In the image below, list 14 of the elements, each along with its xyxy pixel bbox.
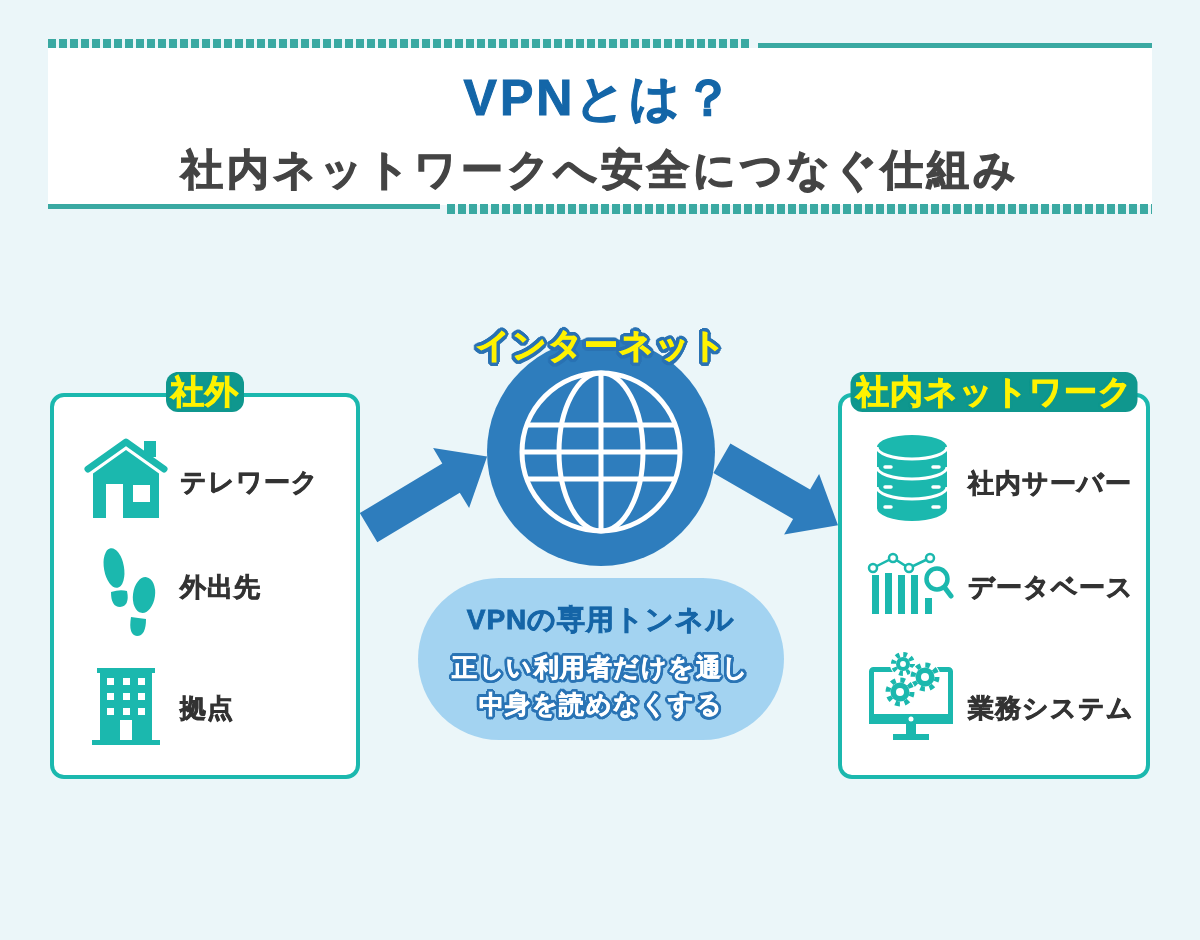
arrow bbox=[359, 448, 488, 543]
box-heading: 社内ネットワーク bbox=[850, 372, 1138, 412]
item-label: 拠点 bbox=[180, 691, 234, 725]
pill-text: 正しい利用者だけを通し中身を読めなくする bbox=[451, 652, 751, 720]
subtitle: 社内ネットワークへ安全につなぐ仕組み bbox=[180, 144, 1020, 195]
item-label: 外出先 bbox=[180, 570, 261, 604]
item-label: テレワーク bbox=[180, 465, 319, 499]
pill-heading: VPNの専用トンネル bbox=[466, 603, 736, 637]
box-heading: 社外 bbox=[166, 372, 244, 412]
item-label: 社内サーバー bbox=[968, 466, 1132, 500]
arrow bbox=[713, 443, 838, 535]
item-label: 業務システム bbox=[968, 691, 1134, 725]
item-label: データベース bbox=[968, 570, 1134, 604]
title: VPNとは？ bbox=[463, 69, 737, 128]
